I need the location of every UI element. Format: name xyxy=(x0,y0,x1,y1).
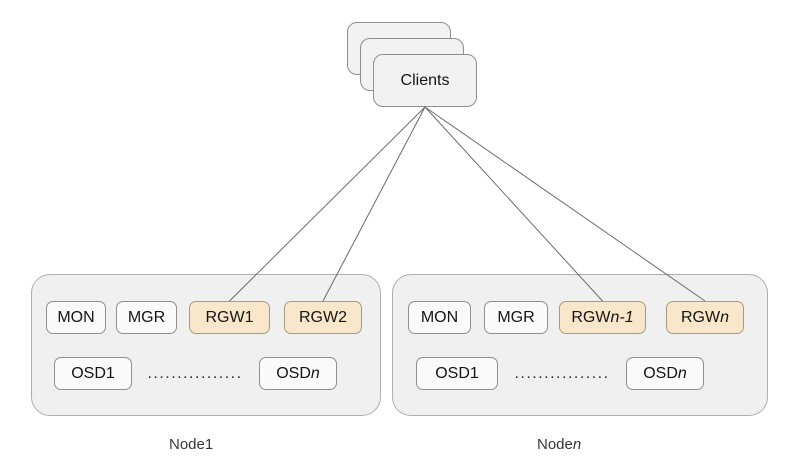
client-connection-line xyxy=(424,106,603,302)
osdn-label: OSD xyxy=(643,364,678,382)
rgw-n1-label: RGW xyxy=(571,308,611,326)
node-n-osd1-box: OSD1 xyxy=(416,357,498,390)
node-n-osd-ellipsis: ................ xyxy=(514,364,610,382)
osd1-label: OSD1 xyxy=(71,364,115,382)
node1-container: MON MGR RGW1 RGW2 OSD1 ................ … xyxy=(31,274,381,416)
rgw1-label: RGW1 xyxy=(205,308,254,326)
osdn-label-italic: n xyxy=(677,364,687,382)
osd1-label: OSD1 xyxy=(435,364,479,382)
mgr-label: MGR xyxy=(497,308,535,326)
mgr-label: MGR xyxy=(127,308,166,326)
clients-label: Clients xyxy=(400,71,450,89)
clients-box: Clients xyxy=(373,54,477,107)
node1-label: Node1 xyxy=(169,436,214,453)
node1-mgr-box: MGR xyxy=(116,301,177,334)
client-connection-line xyxy=(322,106,426,302)
node1-rgw1-box: RGW1 xyxy=(189,301,270,334)
osdn-label-italic: n xyxy=(310,364,320,382)
mon-label: MON xyxy=(57,308,95,326)
client-connection-line xyxy=(229,106,426,302)
client-connection-line xyxy=(424,106,706,302)
osdn-label: OSD xyxy=(276,364,311,382)
rgw-n1-label-italic: n-1 xyxy=(610,308,634,326)
mon-label: MON xyxy=(420,308,459,326)
node-n-mgr-box: MGR xyxy=(484,301,548,334)
node1-osd1-box: OSD1 xyxy=(54,357,132,390)
rgw-n-label-italic: n xyxy=(720,308,729,326)
node1-mon-box: MON xyxy=(46,301,106,334)
node-n-mon-box: MON xyxy=(408,301,471,334)
node1-rgw2-box: RGW2 xyxy=(284,301,362,334)
node1-osd-ellipsis: ................ xyxy=(147,364,243,382)
rgw-n-label: RGW xyxy=(680,308,721,326)
rgw2-label: RGW2 xyxy=(299,308,347,326)
node-n-label: Noden xyxy=(537,436,582,453)
